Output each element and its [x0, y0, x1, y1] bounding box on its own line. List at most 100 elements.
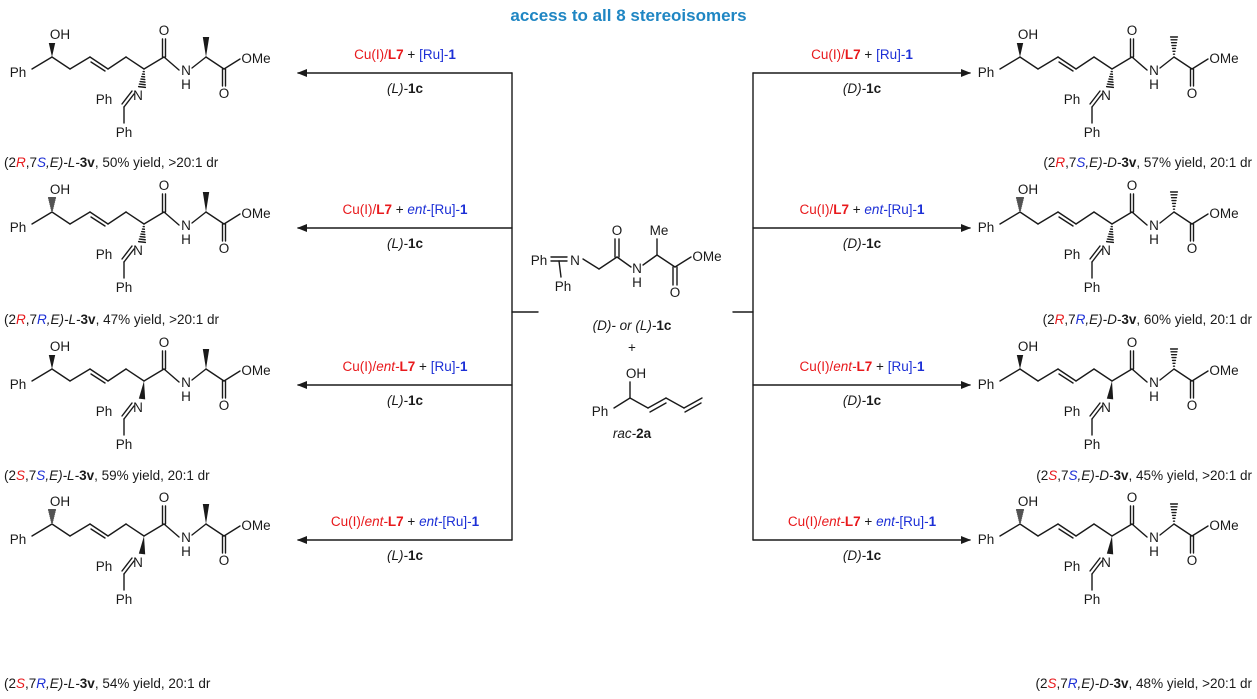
catalyst-ru: [Ru]-	[887, 202, 917, 217]
bond	[649, 402, 667, 413]
c7-config: R	[36, 676, 47, 691]
atom-n: N	[1149, 375, 1159, 390]
bond	[31, 211, 53, 225]
right-substrate-1: (D)-1c	[747, 81, 977, 96]
yield-dr: , 57% yield, 20:1 dr	[1136, 155, 1252, 170]
bond	[1131, 368, 1148, 383]
atom-h: H	[181, 544, 191, 559]
catalyst-cu: Cu(I)/	[342, 359, 377, 374]
bond	[1037, 56, 1059, 70]
bond	[1037, 523, 1059, 537]
bond	[1173, 368, 1193, 382]
bond	[191, 56, 207, 69]
atom-ph: Ph	[1064, 404, 1081, 419]
bond	[1131, 211, 1148, 226]
n-hash	[137, 70, 147, 89]
bond	[1093, 523, 1113, 537]
bond	[69, 211, 91, 225]
double-bond-inner	[1058, 373, 1074, 384]
catalyst-number: 1	[471, 514, 480, 529]
reaction-arrows	[297, 69, 971, 544]
catalyst-ru: [Ru]-	[430, 359, 460, 374]
label-close: ,E)-D-	[1077, 676, 1114, 691]
bond	[143, 523, 165, 537]
left-product-label-3: (2S,7S,E)-L-3v, 59% yield, 20:1 dr	[4, 468, 210, 483]
ligand-l7: L7	[376, 202, 393, 217]
atom-ph: Ph	[1084, 280, 1101, 295]
bond	[1075, 368, 1095, 382]
atom-o: O	[159, 335, 170, 350]
atom-n: N	[181, 63, 191, 78]
bond	[558, 260, 562, 278]
imine-double	[1091, 248, 1103, 263]
hash-line	[138, 238, 146, 241]
catalyst-number: 1	[459, 359, 468, 374]
catalyst-cu: Cu(I)/	[799, 359, 834, 374]
bond	[205, 523, 225, 537]
atom-ph: Ph	[116, 592, 133, 607]
atom-ome: OMe	[241, 518, 270, 533]
double-bond	[1057, 523, 1077, 537]
atom-me: Me	[650, 223, 669, 238]
label-mid: ,7	[1064, 312, 1076, 327]
label-close: ,E)-D-	[1085, 155, 1122, 170]
label-mid: ,7	[1056, 676, 1068, 691]
atom-oh: OH	[1018, 27, 1038, 42]
bond	[1111, 523, 1133, 537]
bond	[107, 368, 127, 382]
atom-n: N	[1149, 218, 1159, 233]
compound-number: 3v	[1113, 468, 1129, 483]
ent-prefix: ent-	[864, 202, 888, 217]
n-hash	[137, 225, 147, 244]
double-bond-inner	[1058, 528, 1074, 539]
bond	[191, 211, 207, 224]
imine-double	[121, 90, 133, 105]
atom-o: O	[1127, 23, 1138, 38]
bond	[1173, 523, 1193, 537]
atom-oh: OH	[626, 366, 646, 381]
compound-number: 3v	[1121, 312, 1137, 327]
bond	[163, 211, 180, 226]
bond	[1191, 213, 1209, 225]
substrate-config: (D)-	[842, 393, 867, 408]
bond	[1159, 56, 1175, 69]
double-bond	[89, 211, 109, 225]
hash-line	[1105, 240, 1115, 244]
atom-ph: Ph	[978, 532, 995, 547]
imine-double	[123, 405, 135, 420]
double-bond	[1057, 368, 1077, 382]
catalyst-ru: [Ru]-	[430, 202, 460, 217]
bond	[51, 368, 71, 382]
c7-config: S	[37, 155, 47, 170]
me-wedge	[202, 37, 210, 57]
ent-prefix: ent-	[364, 514, 388, 529]
left-product-label-1: (2R,7S,E)-L-3v, 50% yield, >20:1 dr	[4, 155, 218, 170]
atom-ome: OMe	[1209, 51, 1238, 66]
imine-double	[1089, 245, 1101, 260]
bond	[1173, 56, 1193, 70]
atom-oh: OH	[50, 182, 70, 197]
bond	[163, 368, 180, 383]
c2-config: R	[16, 155, 26, 170]
yield-dr: , 50% yield, >20:1 dr	[94, 155, 219, 170]
bond	[629, 397, 649, 409]
bond	[31, 523, 53, 537]
atom-ph: Ph	[978, 220, 995, 235]
label-mid: ,7	[25, 676, 37, 691]
double-bond	[89, 368, 109, 382]
atom-ph: Ph	[10, 377, 27, 392]
bond	[1159, 211, 1175, 224]
bond	[1093, 211, 1113, 225]
bond	[1019, 368, 1039, 382]
bond	[674, 256, 692, 268]
label-close: ,E)-D-	[1085, 312, 1122, 327]
bond	[642, 254, 658, 266]
atom-ph: Ph	[978, 65, 995, 80]
catalyst-cu: Cu(I)/	[342, 202, 377, 217]
yield-dr: , 45% yield, >20:1 dr	[1128, 468, 1252, 483]
oh-hash	[1015, 509, 1025, 523]
plus-sign: +	[403, 47, 420, 62]
compound-number: 3v	[79, 155, 95, 170]
